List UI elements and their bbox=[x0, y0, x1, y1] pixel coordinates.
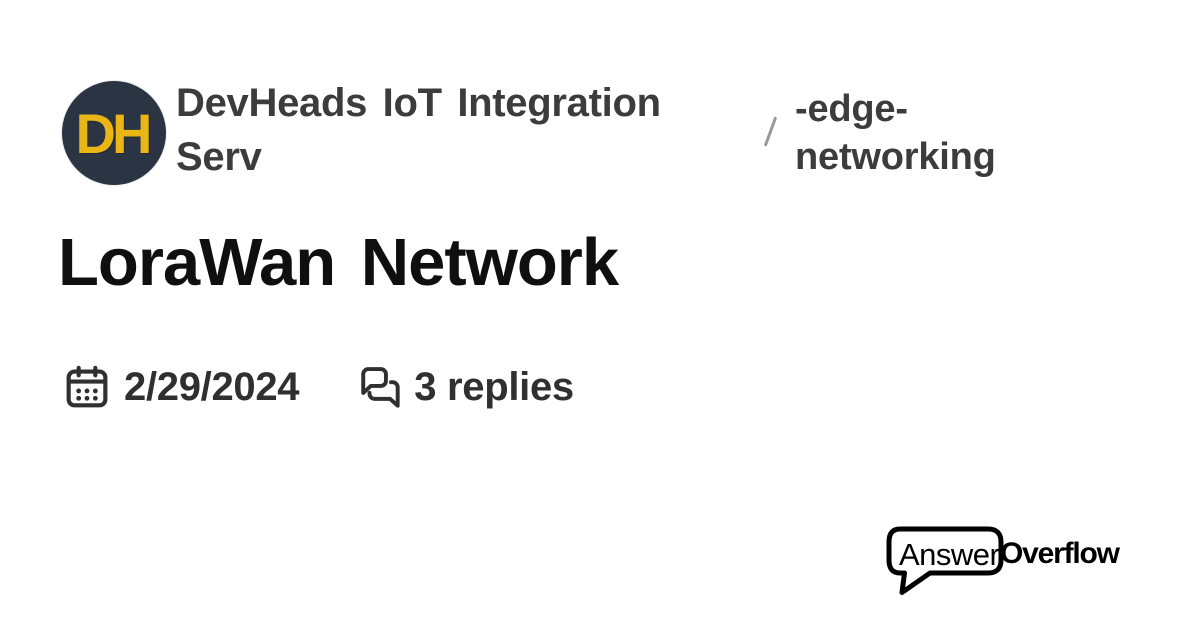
server-avatar-initials: DH bbox=[75, 101, 153, 165]
speech-bubble-icon bbox=[886, 526, 1004, 595]
answer-overflow-logo: Answer Overflow bbox=[886, 526, 1136, 600]
channel-name: -edge-networking bbox=[795, 88, 996, 178]
replies-group: 3 replies bbox=[355, 364, 574, 411]
server-name: DevHeads IoT Integration Serv bbox=[176, 81, 661, 179]
server-avatar: DH bbox=[62, 81, 166, 185]
brand-name-regular: Answer bbox=[899, 537, 1000, 572]
date-group: 2/29/2024 bbox=[62, 362, 300, 412]
meta-row: 2/29/2024 3 replies bbox=[62, 362, 574, 412]
thread-title: LoraWan Network bbox=[58, 225, 619, 300]
thread-date: 2/29/2024 bbox=[124, 364, 300, 409]
calendar-icon bbox=[66, 365, 108, 408]
chat-bubbles-icon bbox=[361, 366, 400, 408]
reply-count: 3 replies bbox=[414, 364, 574, 409]
slash-divider-icon bbox=[763, 116, 778, 147]
brand-name-bold: Overflow bbox=[1000, 537, 1120, 570]
